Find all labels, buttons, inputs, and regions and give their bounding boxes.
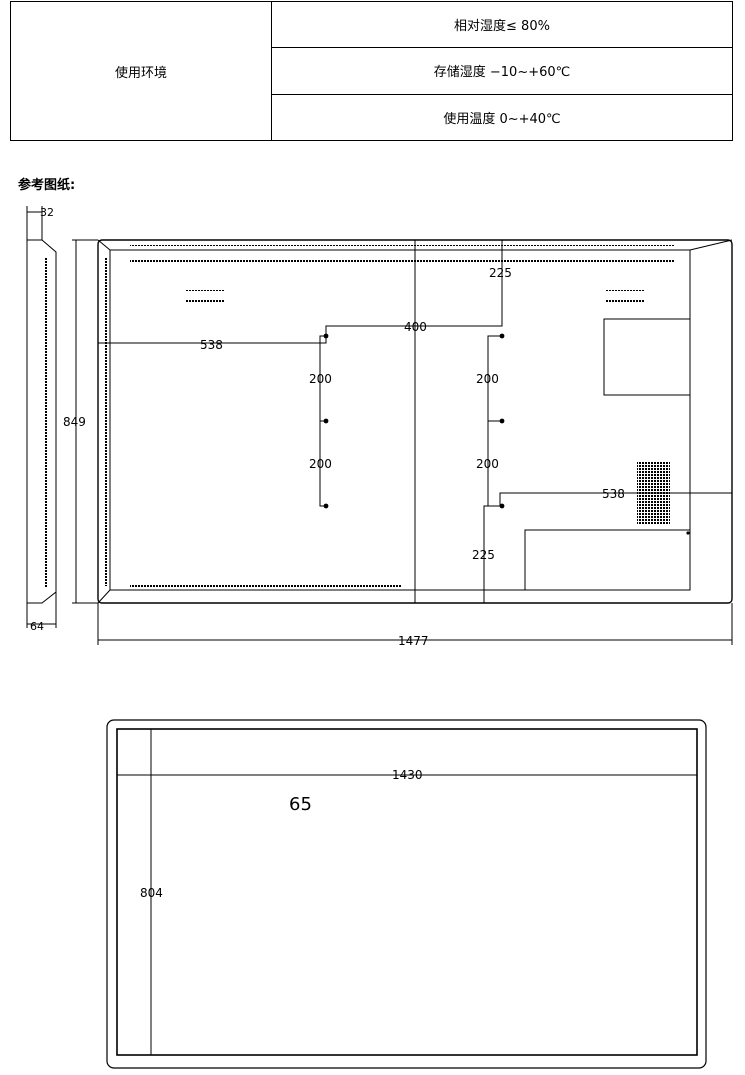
dim-top-offset: 225 (489, 266, 512, 280)
panel-strip-2 (621, 382, 679, 385)
mount-hole (499, 333, 505, 339)
side-profile (26, 239, 57, 604)
mount-hole (323, 503, 329, 509)
dim-height: 849 (63, 415, 86, 429)
dim-right-col-lower: 200 (476, 457, 499, 471)
top-vent-row-2 (130, 260, 675, 263)
mount-hole (499, 503, 505, 509)
dim-left-col-lower: 200 (309, 457, 332, 471)
left-vent-column (103, 258, 107, 586)
back-inner-frame (109, 249, 691, 591)
env-label: 使用环境 (10, 1, 272, 141)
mount-hole (499, 418, 505, 424)
right-grille-2 (606, 300, 644, 303)
dim-front-height: 804 (140, 886, 163, 900)
top-vent-row-1 (130, 243, 675, 246)
left-grille-1 (186, 288, 224, 291)
dim-hole-span: 400 (404, 320, 427, 334)
front-screen (116, 728, 698, 1056)
env-humidity: 相对湿度≤ 80% (271, 0, 733, 49)
back-label-panel (603, 318, 691, 396)
dim-width: 1477 (398, 634, 429, 648)
dim-thickness-bottom: 64 (30, 620, 44, 633)
panel-corner-dot (686, 531, 690, 535)
dim-left-col-upper: 200 (309, 372, 332, 386)
front-outer-frame (106, 719, 707, 1069)
mount-holes (323, 333, 690, 535)
mount-hole (323, 418, 329, 424)
panel-strip-1 (621, 327, 679, 330)
dim-front-size: 65 (289, 794, 312, 815)
right-grille-1 (606, 288, 644, 291)
mount-dim-path (98, 240, 503, 344)
right-offset-path (483, 492, 732, 603)
dim-thickness-top: 32 (40, 206, 54, 219)
back-corner-tr (689, 239, 733, 251)
back-corner-bl (97, 589, 111, 604)
front-view (106, 719, 707, 1069)
dim-bottom-offset: 225 (472, 548, 495, 562)
reference-drawing-label: 参考图纸: (18, 178, 76, 193)
dim-right-col-upper: 200 (476, 372, 499, 386)
side-view (26, 206, 57, 628)
back-connector-panel (524, 529, 690, 590)
mount-hole (323, 333, 329, 339)
vent-grid (637, 461, 670, 524)
dim-front-width: 1430 (392, 768, 423, 782)
side-vent (45, 258, 49, 588)
bottom-vent-row (130, 584, 402, 587)
back-corner-tl (97, 239, 111, 251)
environment-table: 使用环境 相对湿度≤ 80% 存储湿度 −10~+60℃ 使用温度 0~+40℃ (10, 0, 733, 142)
dim-right-offset: 538 (602, 487, 625, 501)
dim-left-offset: 538 (200, 338, 223, 352)
env-operating-temp: 使用温度 0~+40℃ (271, 93, 733, 142)
left-grille-2 (186, 300, 224, 303)
